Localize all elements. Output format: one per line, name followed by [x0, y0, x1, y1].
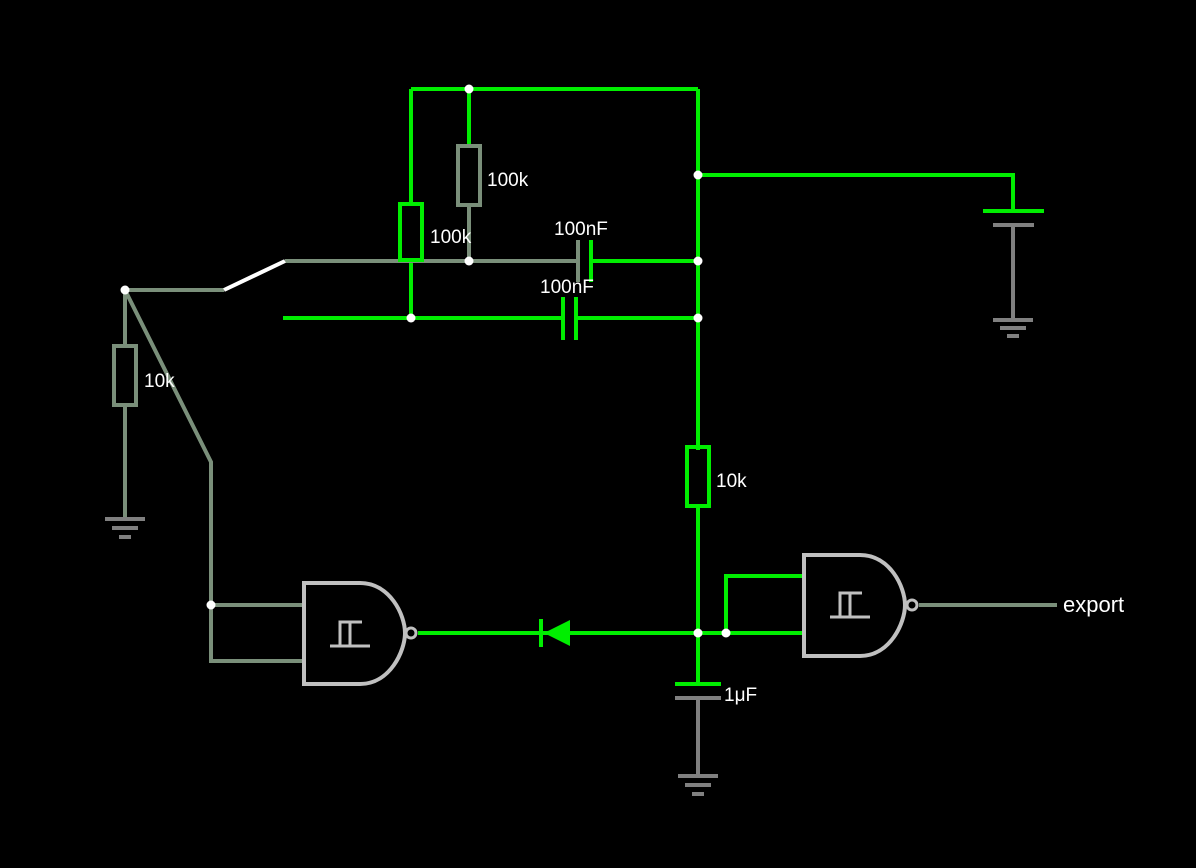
node	[120, 285, 130, 295]
node	[406, 313, 416, 323]
label-r-right: 10k	[716, 471, 747, 492]
switch[interactable]	[223, 259, 286, 292]
node	[464, 84, 474, 94]
schmitt-symbol-icon	[330, 620, 370, 648]
battery[interactable]	[983, 209, 1044, 227]
node	[693, 313, 703, 323]
resistor-10k-right[interactable]	[685, 445, 711, 508]
wire-diag	[123, 289, 304, 663]
node	[693, 628, 703, 638]
diode[interactable]	[539, 619, 570, 647]
resistor-10k-left[interactable]	[112, 344, 138, 407]
wire-gate-right-in1	[724, 574, 804, 633]
resistor-100k-a[interactable]	[456, 144, 482, 207]
label-cap-top: 100nF	[554, 219, 608, 240]
capacitor-100nf-a[interactable]	[576, 240, 593, 282]
ground-right	[993, 318, 1033, 338]
node	[206, 600, 216, 610]
label-cap-bottom: 100nF	[540, 277, 594, 298]
label-r-left: 10k	[144, 371, 175, 392]
schmitt-nand-right[interactable]	[802, 553, 919, 658]
junction-nodes	[120, 84, 731, 638]
schmitt-symbol-icon	[830, 591, 870, 619]
ground-left	[105, 517, 145, 539]
wire-battery-feed	[698, 173, 1015, 211]
label-r-top: 100k	[487, 170, 529, 191]
wires	[123, 87, 1057, 776]
ground-mid	[678, 774, 718, 796]
node	[721, 628, 731, 638]
label-output: export	[1063, 592, 1124, 617]
label-r-mid: 100k	[430, 227, 472, 248]
label-cap-out: 1μF	[724, 685, 757, 706]
node	[693, 170, 703, 180]
capacitor-1uf[interactable]	[675, 682, 721, 700]
node	[464, 256, 474, 266]
node	[693, 256, 703, 266]
resistor-100k-b[interactable]	[398, 202, 424, 262]
capacitor-100nf-b[interactable]	[561, 297, 578, 340]
schmitt-nand-left[interactable]	[302, 581, 418, 686]
